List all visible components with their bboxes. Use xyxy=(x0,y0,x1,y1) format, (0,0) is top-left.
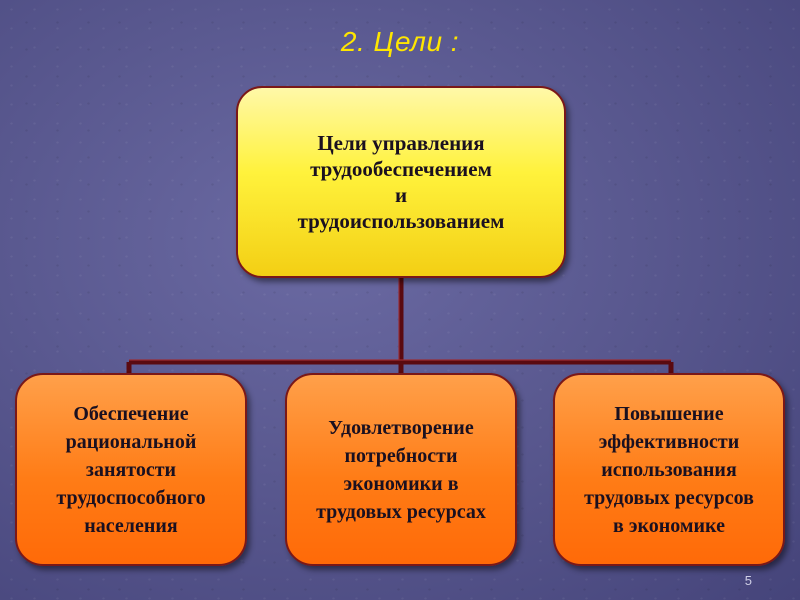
slide-title: 2. Цели : xyxy=(340,26,460,57)
root-goal-label: Цели управления трудообеспечением и труд… xyxy=(297,131,505,233)
child-goal-label: Обеспечение рациональной занятости трудо… xyxy=(56,402,206,537)
root-goal-box: Цели управления трудообеспечением и труд… xyxy=(236,86,566,278)
child-goal-box-economy-needs: Удовлетворение потребности экономики в т… xyxy=(285,373,517,566)
page-number: 5 xyxy=(744,573,752,588)
child-goal-box-efficiency: Повышение эффективности использования тр… xyxy=(553,373,785,566)
child-goal-label: Удовлетворение потребности экономики в т… xyxy=(316,416,486,523)
child-goal-label: Повышение эффективности использования тр… xyxy=(584,402,754,537)
child-goal-box-employment: Обеспечение рациональной занятости трудо… xyxy=(15,373,247,566)
